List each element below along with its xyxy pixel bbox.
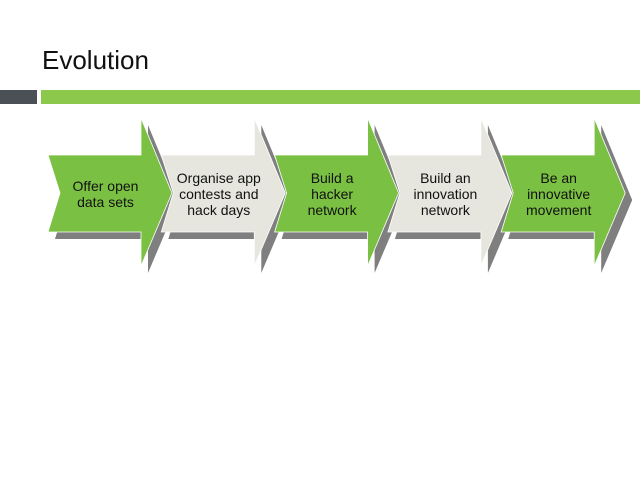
step-label: Build an innovation network <box>413 169 478 218</box>
step-label: Build a hacker network <box>307 169 357 218</box>
header-accent-bar-green <box>41 90 640 104</box>
step-label: Organise app contests and hack days <box>176 169 261 218</box>
process-step-arrow <box>387 117 519 273</box>
arrow-shape <box>274 117 400 267</box>
step-label: Offer open data sets <box>72 177 139 210</box>
arrow-shape <box>500 117 626 267</box>
header-accent-bar-dark <box>0 90 37 104</box>
slide-title: Evolution <box>42 45 149 75</box>
process-step-arrow <box>274 117 406 273</box>
process-step-arrow <box>500 117 633 273</box>
step-label: Be an innovative movement <box>526 169 592 218</box>
arrow-shape <box>387 117 513 267</box>
arrow-shape <box>47 117 173 267</box>
process-step-arrow <box>160 117 293 273</box>
arrow-shape <box>160 117 286 267</box>
process-step-arrow <box>47 117 179 273</box>
